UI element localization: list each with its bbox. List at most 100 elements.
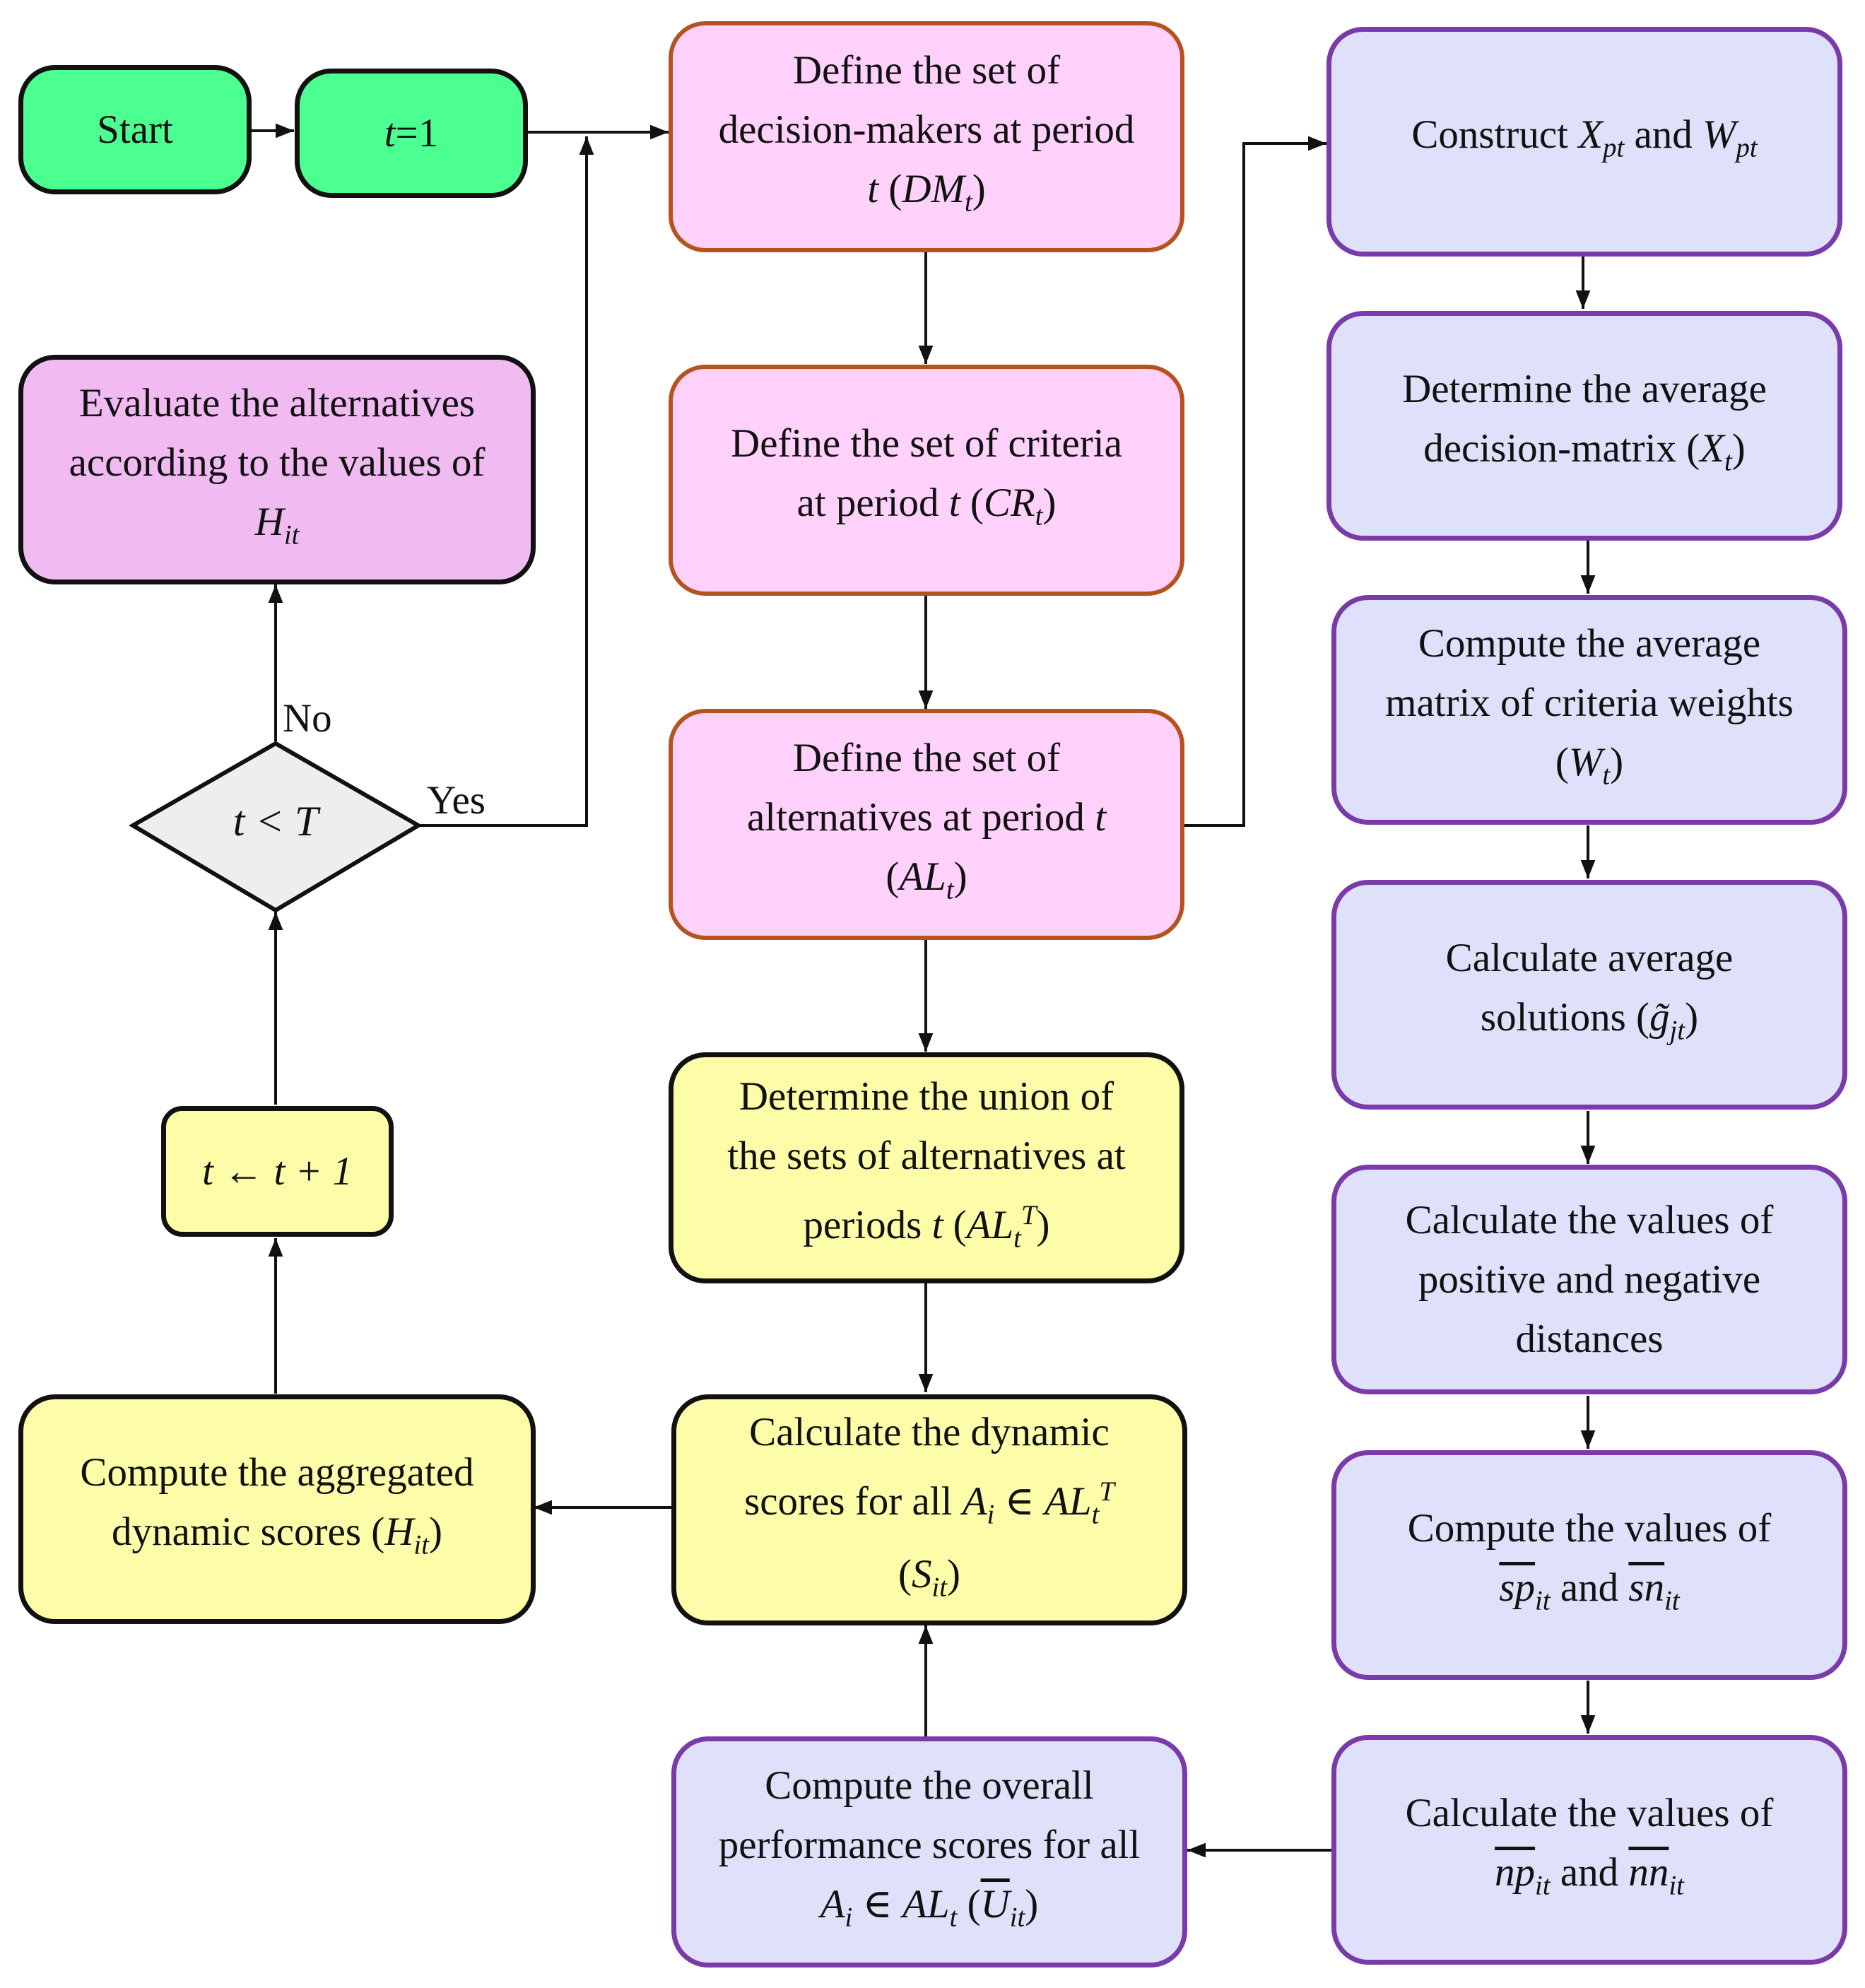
union-var: AL xyxy=(966,1203,1014,1248)
t-var: t xyxy=(384,110,396,155)
sp-var: sp xyxy=(1499,1565,1536,1611)
overall-node: Compute the overall performance scores f… xyxy=(671,1736,1187,1968)
sp-sn-line1: Compute the values of xyxy=(1407,1506,1772,1551)
np-nn-and: and xyxy=(1560,1850,1619,1895)
dyn-s: S xyxy=(911,1551,932,1596)
decision-diamond xyxy=(129,741,423,913)
sp-sn-and: and xyxy=(1560,1565,1619,1611)
define-dm-line1: Define the set of xyxy=(792,48,1061,93)
aggregated-node: Compute the aggregated dynamic scores (H… xyxy=(18,1394,536,1624)
aggregated-h: H xyxy=(384,1510,414,1555)
avg-weights-w-sub: t xyxy=(1602,760,1611,791)
avg-solutions-line2: solutions xyxy=(1480,995,1626,1040)
define-dm-line2: decision-makers at period xyxy=(718,107,1135,153)
define-dm-var: DM xyxy=(902,167,965,212)
np-sub: it xyxy=(1535,1870,1551,1901)
sp-sn-node: Compute the values of spit and snit xyxy=(1331,1450,1847,1680)
construct-and: and xyxy=(1634,112,1693,158)
avg-weights-node: Compute the average matrix of criteria w… xyxy=(1331,595,1847,825)
evaluate-node: Evaluate the alternatives according to t… xyxy=(18,355,536,584)
define-cr-sub: t xyxy=(1035,500,1043,531)
define-cr-line2: at period xyxy=(796,481,939,526)
start-node: Start xyxy=(18,65,252,194)
avg-matrix-x: X xyxy=(1700,426,1725,471)
construct-x-sub: pt xyxy=(1603,132,1625,163)
np-var: np xyxy=(1495,1850,1536,1895)
avg-weights-w: W xyxy=(1568,740,1603,785)
increment-text: t ← t + 1 xyxy=(202,1148,353,1194)
overall-al: AL xyxy=(902,1882,950,1927)
overall-al-sub: t xyxy=(949,1902,958,1933)
dyn-al-sub: t xyxy=(1091,1499,1100,1530)
overall-in: ∈ xyxy=(862,1882,893,1927)
yes-label: Yes xyxy=(427,778,486,823)
np-nn-node: Calculate the values of npit and nnit xyxy=(1331,1735,1847,1965)
distances-line3: distances xyxy=(1515,1316,1664,1361)
define-al-line1: Define the set of xyxy=(792,736,1061,781)
decision-text: t < T xyxy=(233,798,319,845)
evaluate-h-sub: it xyxy=(283,519,300,551)
union-sup: T xyxy=(1020,1200,1037,1231)
define-al-node: Define the set of alternatives at period… xyxy=(669,709,1184,940)
dyn-al: AL xyxy=(1045,1479,1092,1524)
evaluate-line1: Evaluate the alternatives xyxy=(78,381,476,426)
define-cr-var: CR xyxy=(983,481,1035,526)
nn-var: nn xyxy=(1628,1850,1669,1895)
avg-solutions-g: g̃ xyxy=(1649,995,1670,1040)
overall-u-sub: it xyxy=(1009,1902,1025,1933)
define-al-var: AL xyxy=(899,854,946,900)
avg-solutions-node: Calculate average solutions (g̃jt) xyxy=(1331,880,1847,1110)
overall-u: U xyxy=(980,1882,1010,1927)
dyn-in: ∈ xyxy=(1004,1479,1035,1524)
avg-matrix-x-sub: t xyxy=(1724,446,1732,477)
dynamic-scores-node: Calculate the dynamic scores for all Ai … xyxy=(671,1394,1187,1625)
construct-label: Construct xyxy=(1411,112,1568,158)
np-nn-line1: Calculate the values of xyxy=(1405,1791,1774,1836)
union-sub: t xyxy=(1013,1223,1021,1254)
increment-node: t ← t + 1 xyxy=(161,1106,394,1237)
avg-matrix-node: Determine the average decision-matrix (X… xyxy=(1326,311,1842,541)
aggregated-line2: dynamic scores xyxy=(112,1510,362,1555)
avg-solutions-line1: Calculate average xyxy=(1445,936,1734,981)
define-cr-line1: Define the set of criteria xyxy=(731,421,1122,466)
distances-node: Calculate the values of positive and neg… xyxy=(1331,1165,1847,1394)
dyn-a: A xyxy=(962,1479,987,1524)
avg-weights-line2: matrix of criteria weights xyxy=(1385,681,1794,726)
overall-a: A xyxy=(820,1882,845,1927)
define-cr-node: Define the set of criteria at period t (… xyxy=(669,365,1184,596)
dyn-al-sup: T xyxy=(1099,1476,1114,1507)
t-init-node: t=1 xyxy=(295,69,528,198)
union-line1: Determine the union of xyxy=(739,1074,1114,1119)
sn-var: sn xyxy=(1628,1565,1665,1611)
aggregated-h-sub: it xyxy=(413,1529,429,1560)
construct-node: Construct Xpt and Wpt xyxy=(1326,27,1842,257)
construct-w: W xyxy=(1702,112,1736,158)
dyn-s-sub: it xyxy=(931,1571,948,1602)
overall-a-sub: i xyxy=(845,1902,853,1933)
nn-sub: it xyxy=(1669,1870,1684,1901)
define-dm-sub: t xyxy=(964,187,972,218)
define-al-t: t xyxy=(1095,795,1107,840)
union-t: t xyxy=(931,1203,943,1248)
start-label: Start xyxy=(97,107,173,152)
t-init-rest: =1 xyxy=(395,110,439,155)
aggregated-line1: Compute the aggregated xyxy=(80,1450,474,1495)
union-node: Determine the union of the sets of alter… xyxy=(669,1052,1184,1283)
union-line3: periods xyxy=(803,1203,922,1248)
define-cr-t: t xyxy=(948,481,960,526)
define-al-line2: alternatives at period xyxy=(746,795,1085,840)
distances-line2: positive and negative xyxy=(1418,1257,1761,1302)
avg-matrix-line2: decision-matrix xyxy=(1423,426,1676,471)
define-al-sub: t xyxy=(946,874,954,905)
arrow-al-to-construct xyxy=(1183,136,1326,827)
union-line2: the sets of alternatives at xyxy=(727,1134,1126,1179)
avg-weights-line1: Compute the average xyxy=(1418,621,1761,666)
evaluate-h: H xyxy=(254,500,284,545)
avg-solutions-g-sub: jt xyxy=(1669,1015,1685,1046)
distances-line1: Calculate the values of xyxy=(1405,1197,1774,1242)
arrow-yes-loop xyxy=(418,136,594,827)
evaluate-line2: according to the values of xyxy=(69,440,486,486)
dyn-a-sub: i xyxy=(987,1499,995,1530)
